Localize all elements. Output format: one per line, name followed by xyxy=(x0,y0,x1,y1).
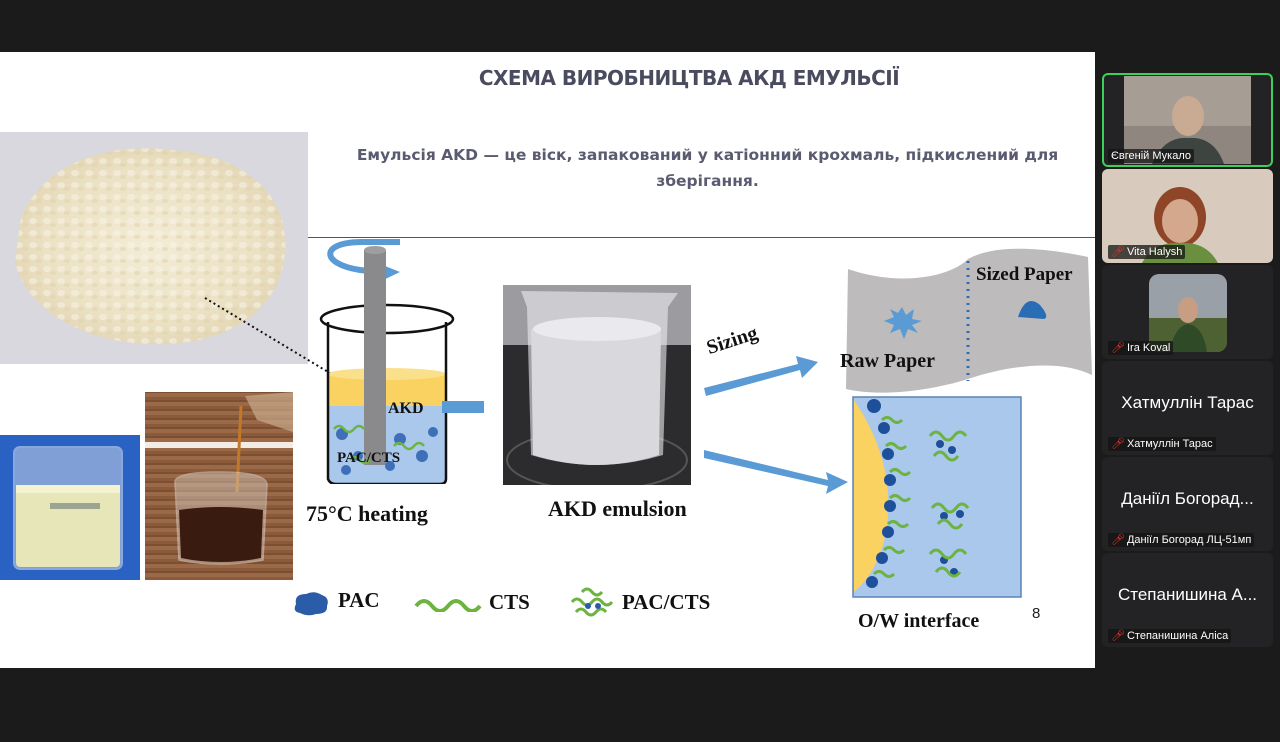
participant-tile[interactable]: Хатмуллін Тарас 🎤︎Хатмуллін Тарас xyxy=(1102,361,1273,455)
participant-name-text: Євгеній Мукало xyxy=(1111,150,1191,162)
output-arrows xyxy=(704,356,848,494)
mic-muted-icon: 🎤︎ xyxy=(1111,437,1125,450)
beaker-akd-label: AKD xyxy=(388,400,424,417)
raw-paper-label: Raw Paper xyxy=(840,350,935,372)
participant-display-name: Даніїл Богорад... xyxy=(1121,489,1254,508)
slide-subtitle: Емульсія AKD — це віск, запакований у ка… xyxy=(356,146,1059,190)
participant-display-name: Хатмуллін Тарас xyxy=(1121,393,1254,412)
cts-wave-icon xyxy=(414,599,482,612)
participant-tile[interactable]: 🎤︎Vita Halysh xyxy=(1102,169,1273,263)
slide-title: СХЕМА ВИРОБНИЦТВА АКД ЕМУЛЬСІЇ xyxy=(478,66,900,90)
clear-liquid-photo xyxy=(0,435,140,580)
ow-interface-label: O/W interface xyxy=(858,610,980,632)
participant-name: Євгеній Мукало xyxy=(1108,149,1194,163)
mic-muted-icon: 🎤︎ xyxy=(1111,245,1125,258)
participant-tile[interactable]: Євгеній Мукало xyxy=(1102,73,1273,167)
divider xyxy=(308,237,1095,238)
legend-cts-label: CTS xyxy=(489,590,530,614)
legend: PAC CTS PAC/CTS xyxy=(292,584,732,624)
mic-muted-icon: 🎤︎ xyxy=(1111,533,1125,546)
ow-interface-diagram xyxy=(852,396,1022,598)
beaker-pac-cts-label: PAC/CTS xyxy=(337,450,401,466)
participant-tile[interactable]: Степанишина А... 🎤︎Степанишина Аліса xyxy=(1102,553,1273,647)
heating-label: 75°C heating xyxy=(306,501,428,526)
akd-wax-photo xyxy=(0,132,308,364)
process-arrow xyxy=(442,401,484,413)
mic-muted-icon: 🎤︎ xyxy=(1111,629,1125,642)
akd-emulsion-photo xyxy=(503,285,691,485)
participant-tile[interactable]: 🎤︎Ira Koval xyxy=(1102,265,1273,359)
participant-name: 🎤︎Ira Koval xyxy=(1108,341,1174,355)
participant-name-text: Степанишина Аліса xyxy=(1126,630,1229,642)
avatar xyxy=(1149,274,1227,352)
paper-diagram xyxy=(846,248,1092,393)
dark-liquid-photo xyxy=(145,392,293,580)
participant-display-name: Степанишина А... xyxy=(1117,585,1258,604)
pac-blob-icon xyxy=(294,592,328,616)
legend-pac-cts-label: PAC/CTS xyxy=(622,590,711,614)
sized-paper-label: Sized Paper xyxy=(976,264,1073,285)
participant-name-text: Ira Koval xyxy=(1126,342,1171,354)
shared-slide: СХЕМА ВИРОБНИЦТВА АКД ЕМУЛЬСІЇ Емульсія … xyxy=(0,52,1095,668)
participant-name: 🎤︎Хатмуллін Тарас xyxy=(1108,437,1216,451)
participant-name: 🎤︎Степанишина Аліса xyxy=(1108,629,1232,643)
page-number: 8 xyxy=(1032,605,1041,622)
participant-name-text: Vita Halysh xyxy=(1126,246,1183,258)
participant-name-text: Даніїл Богорад ЛЦ-51мп xyxy=(1126,534,1252,546)
legend-pac-label: PAC xyxy=(338,588,380,612)
emulsion-label: AKD emulsion xyxy=(548,496,687,521)
pac-cts-complex-icon xyxy=(570,587,614,617)
mic-muted-icon: 🎤︎ xyxy=(1111,341,1125,354)
participant-name-text: Хатмуллін Тарас xyxy=(1126,438,1213,450)
heating-beaker-diagram xyxy=(319,239,455,484)
participant-name: 🎤︎Даніїл Богорад ЛЦ-51мп xyxy=(1108,533,1255,547)
participant-tile[interactable]: Даніїл Богорад... 🎤︎Даніїл Богорад ЛЦ-51… xyxy=(1102,457,1273,551)
participant-name: 🎤︎Vita Halysh xyxy=(1108,245,1186,259)
